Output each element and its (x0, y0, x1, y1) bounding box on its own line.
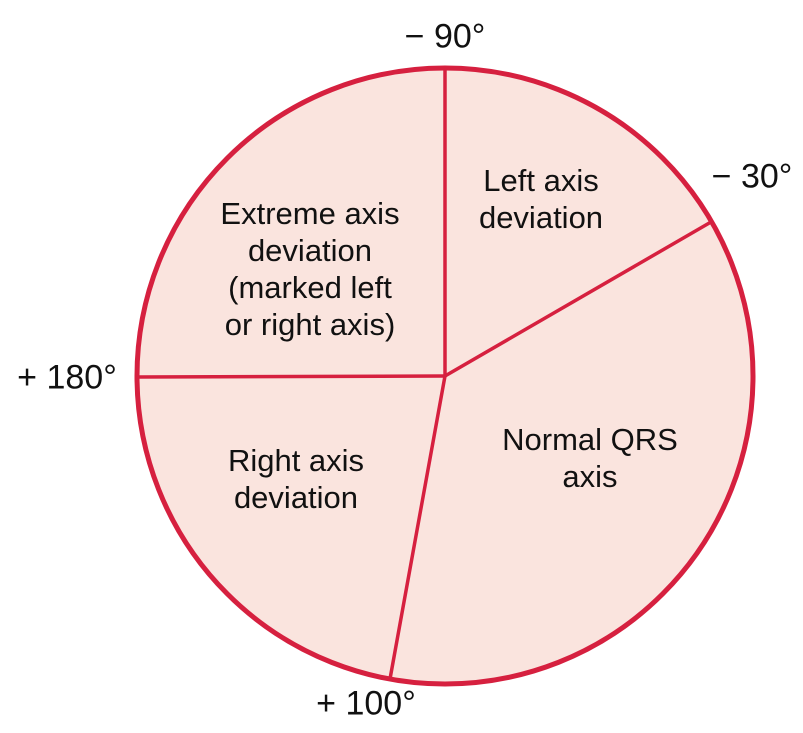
boundary-line-plus100 (388, 374, 447, 681)
degree-label-plus180: + 180° (17, 358, 117, 397)
sector-label-left-axis-deviation: Left axis deviation (478, 163, 604, 235)
sector-label-normal-qrs-axis: Normal QRS axis (502, 422, 678, 494)
boundary-line-minus30 (443, 220, 713, 378)
degree-label-minus30: − 30° (711, 157, 793, 196)
degree-label-minus90: − 90° (404, 17, 486, 56)
boundary-line-plus180 (136, 374, 447, 379)
degree-label-plus100: + 100° (316, 684, 416, 723)
sector-label-extreme-axis-deviation: Extreme axis deviation (marked left or r… (220, 196, 400, 342)
sector-label-right-axis-deviation: Right axis deviation (227, 443, 365, 515)
